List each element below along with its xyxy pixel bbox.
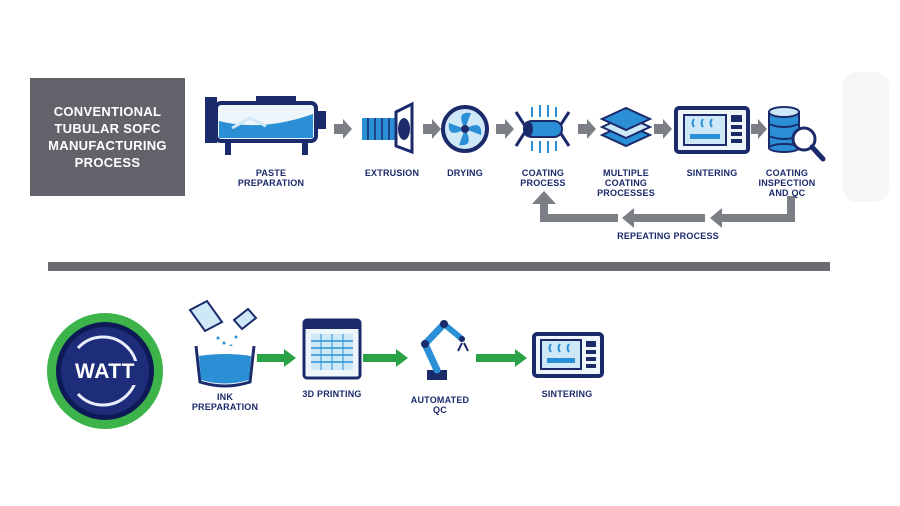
arrow-icon bbox=[751, 119, 767, 139]
faded-edge-shape bbox=[843, 72, 889, 202]
section-divider bbox=[48, 262, 830, 271]
step-label-coating-inspection: COATING INSPECTION AND QC bbox=[758, 168, 816, 198]
step-label-extrusion: EXTRUSION bbox=[364, 168, 420, 178]
step-label-coating-process: COATING PROCESS bbox=[520, 168, 566, 188]
step-label-3d-printing: 3D PRINTING bbox=[302, 389, 362, 399]
robot-arm-icon bbox=[421, 320, 469, 380]
step-label-drying: DRYING bbox=[447, 168, 483, 178]
step-label-ink-preparation: INK PREPARATION bbox=[191, 392, 259, 412]
database-magnifier-icon bbox=[768, 106, 826, 162]
step-label-paste-preparation: PASTE PREPARATION bbox=[237, 168, 305, 188]
mixer-tank-icon bbox=[205, 96, 326, 155]
kiln-oven-icon bbox=[674, 106, 750, 154]
coating-tube-icon bbox=[514, 105, 571, 153]
step-label-multiple-coating: MULTIPLE COATING PROCESSES bbox=[597, 168, 655, 198]
arrow-icon bbox=[257, 349, 296, 367]
repeating-loop-arrow bbox=[532, 191, 795, 228]
arrow-icon bbox=[363, 349, 408, 367]
pouring-ink-icon bbox=[188, 299, 258, 388]
step-label-automated-qc: AUTOMATED QC bbox=[410, 395, 470, 415]
arrow-icon bbox=[423, 119, 441, 139]
bottom-row-arrows bbox=[257, 349, 527, 367]
layers-icon bbox=[599, 106, 653, 148]
arrow-icon bbox=[334, 119, 352, 139]
step-label-sintering-watt: SINTERING bbox=[541, 389, 593, 399]
fan-icon bbox=[441, 105, 489, 153]
top-row-arrows bbox=[334, 119, 767, 139]
arrow-icon bbox=[578, 119, 596, 139]
arrow-icon bbox=[654, 119, 672, 139]
kiln-oven-icon bbox=[532, 332, 604, 378]
arrow-icon bbox=[476, 349, 527, 367]
watt-logo bbox=[47, 313, 163, 429]
repeating-process-label: REPEATING PROCESS bbox=[617, 231, 719, 241]
arrow-icon bbox=[496, 119, 514, 139]
extruder-icon bbox=[362, 101, 414, 155]
step-label-sintering: SINTERING bbox=[686, 168, 738, 178]
conventional-process-title-box: CONVENTIONAL TUBULAR SOFC MANUFACTURING … bbox=[30, 78, 185, 196]
3d-printer-icon bbox=[302, 318, 362, 380]
conventional-process-title: CONVENTIONAL TUBULAR SOFC MANUFACTURING … bbox=[48, 104, 167, 170]
watt-logo-text: WATT bbox=[75, 360, 135, 383]
